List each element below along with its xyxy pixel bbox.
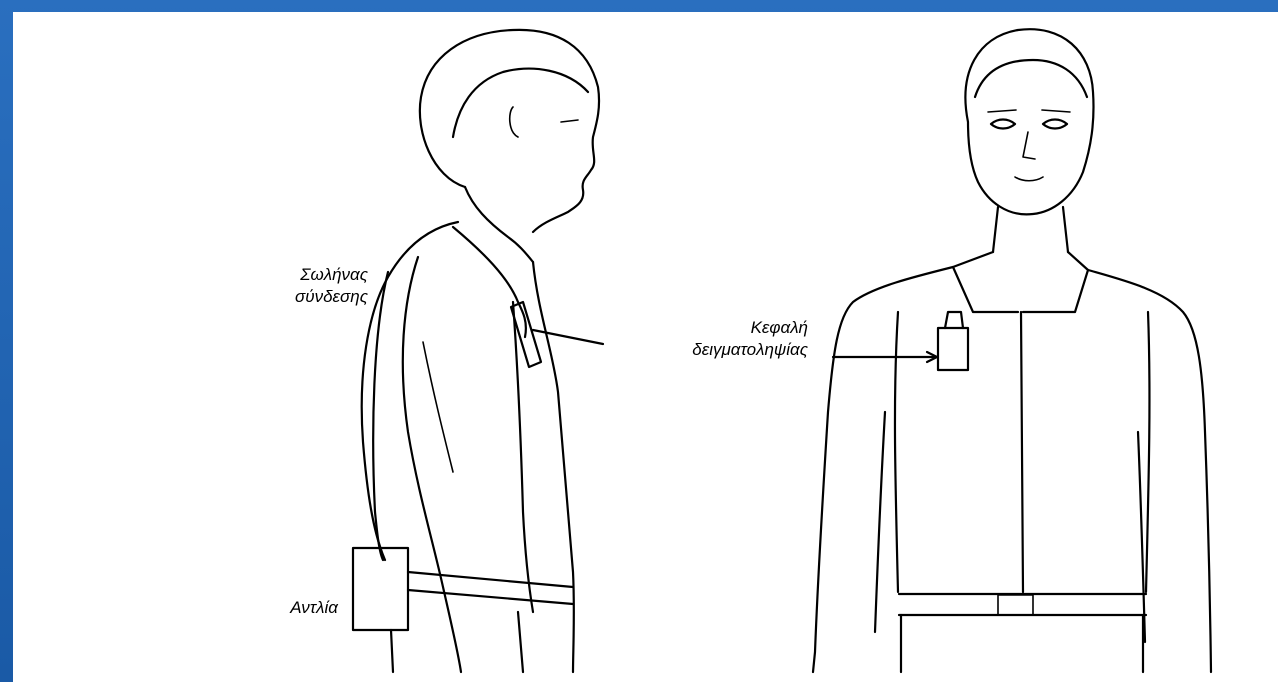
front-hairline: [975, 60, 1087, 97]
pump-label: Αντλία: [223, 597, 338, 619]
side-leg-front: [518, 612, 523, 672]
side-hairline: [453, 69, 588, 137]
front-view-figure: [813, 29, 1211, 672]
front-neck-right: [1063, 207, 1068, 252]
sampling-head-label-line1: Κεφαλή: [593, 317, 808, 339]
front-sampling-clip: [945, 312, 963, 328]
front-collar-right: [1023, 252, 1088, 312]
side-chest: [533, 262, 574, 672]
sampling-head-label: Κεφαλή δειγματοληψίας: [593, 317, 808, 361]
side-head-outline: [420, 30, 599, 232]
side-belt-bottom: [408, 590, 573, 604]
side-belt-top: [408, 572, 573, 587]
tube-label: Σωλήνας σύνδεσης: [218, 264, 368, 308]
side-neck: [465, 187, 533, 262]
sampling-head-label-line2: δειγματοληψίας: [593, 339, 808, 361]
side-sleeve-fold: [423, 342, 453, 472]
front-sampling-head: [938, 328, 968, 370]
front-arm-right-inner: [1138, 432, 1145, 642]
front-brow-left: [988, 110, 1016, 112]
tube-label-line2: σύνδεσης: [218, 286, 368, 308]
illustration-canvas: Σωλήνας σύνδεσης Κεφαλή δειγματοληψίας Α…: [13, 12, 1278, 682]
side-view-figure: [353, 30, 603, 672]
front-arm-left-inner: [875, 412, 885, 632]
front-torso-right: [1146, 312, 1149, 592]
side-ear: [510, 107, 518, 137]
side-leg-back: [391, 630, 393, 672]
side-tube-back: [373, 272, 388, 560]
front-torso-left: [895, 312, 898, 592]
front-brow-right: [1042, 110, 1070, 112]
side-back: [362, 222, 458, 560]
front-neck-left: [993, 207, 998, 252]
side-arm-outer: [403, 257, 461, 672]
front-collar-left: [953, 252, 1018, 312]
front-placket: [1021, 312, 1023, 592]
tube-label-line1: Σωλήνας: [218, 264, 368, 286]
front-head-outline: [965, 29, 1093, 214]
front-nose: [1023, 132, 1035, 159]
front-eye-right: [1043, 120, 1067, 129]
front-eye-left: [991, 120, 1015, 129]
side-eye: [561, 120, 578, 122]
side-pump-box: [353, 548, 408, 630]
front-belt-buckle: [998, 595, 1033, 615]
front-mouth: [1015, 177, 1043, 181]
